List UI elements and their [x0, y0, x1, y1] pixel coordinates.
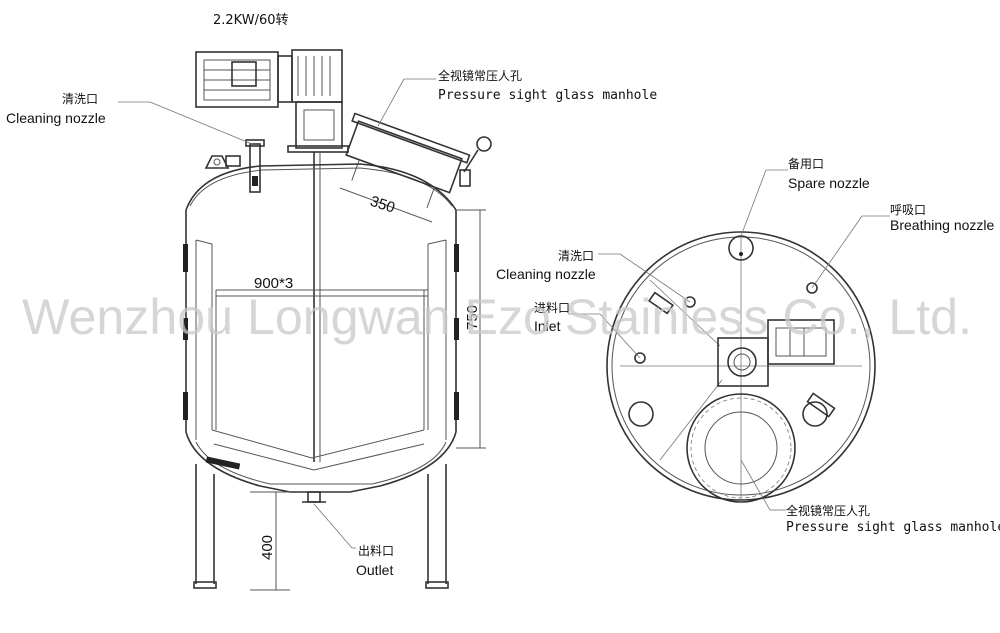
dim-350-line — [339, 187, 433, 223]
motor-gearbox — [195, 49, 349, 153]
dim-900-label: 900*3 — [254, 275, 293, 292]
outlet-en: Outlet — [356, 562, 393, 578]
breathing-nozzle — [806, 282, 818, 294]
bottom-head — [185, 431, 457, 493]
breathing-nozzle-en: Breathing nozzle — [890, 217, 995, 233]
manhole-top-zh: 全视镜常压人孔 — [438, 68, 522, 83]
cleaning-nozzle-right-zh: 清洗口 — [558, 249, 594, 263]
manhole-handle — [459, 136, 492, 187]
inlet-zh: 进料口 — [534, 301, 570, 315]
breathing-nozzle-zh: 呼吸口 — [890, 203, 926, 217]
side-view: 2.2KW/60转 — [6, 13, 657, 591]
top-head — [185, 163, 457, 211]
cleaning-nozzle-left-zh: 清洗口 — [62, 92, 98, 106]
manhole-top-view — [686, 393, 796, 503]
company-watermark: Wenzhou Longwan Ezo Stainless Co., Ltd. — [22, 289, 972, 345]
manhole-top-en: Pressure sight glass manhole — [438, 88, 657, 103]
outlet-pipe — [307, 491, 321, 503]
cleaning-nozzle-top-view — [684, 296, 696, 308]
manhole-side — [345, 112, 471, 208]
outlet-zh: 出料口 — [358, 544, 394, 558]
motor-spec-label: 2.2KW/60转 — [213, 13, 289, 28]
manhole-bottom-en: Pressure sight glass manhole — [786, 520, 1000, 535]
spare-nozzle-en: Spare nozzle — [788, 175, 870, 191]
cleaning-nozzle-top — [245, 139, 265, 193]
dim-350-label: 350 — [368, 193, 397, 217]
dim-400-label: 400 — [259, 535, 276, 560]
spare-nozzle-zh: 备用口 — [788, 157, 824, 171]
inlet-nozzle — [634, 352, 646, 364]
dim-750-label: 750 — [464, 305, 481, 330]
top-view: 备用口 Spare nozzle 呼吸口 Breathing nozzle 清洗… — [496, 157, 1000, 535]
cleaning-nozzle-left-en: Cleaning nozzle — [6, 110, 106, 126]
inlet-en: Inlet — [534, 318, 561, 334]
motor-top-view — [717, 319, 835, 387]
top-view-shell — [606, 231, 876, 501]
cleaning-nozzle-right-en: Cleaning nozzle — [496, 266, 596, 282]
manhole-bottom-zh: 全视镜常压人孔 — [786, 503, 870, 518]
